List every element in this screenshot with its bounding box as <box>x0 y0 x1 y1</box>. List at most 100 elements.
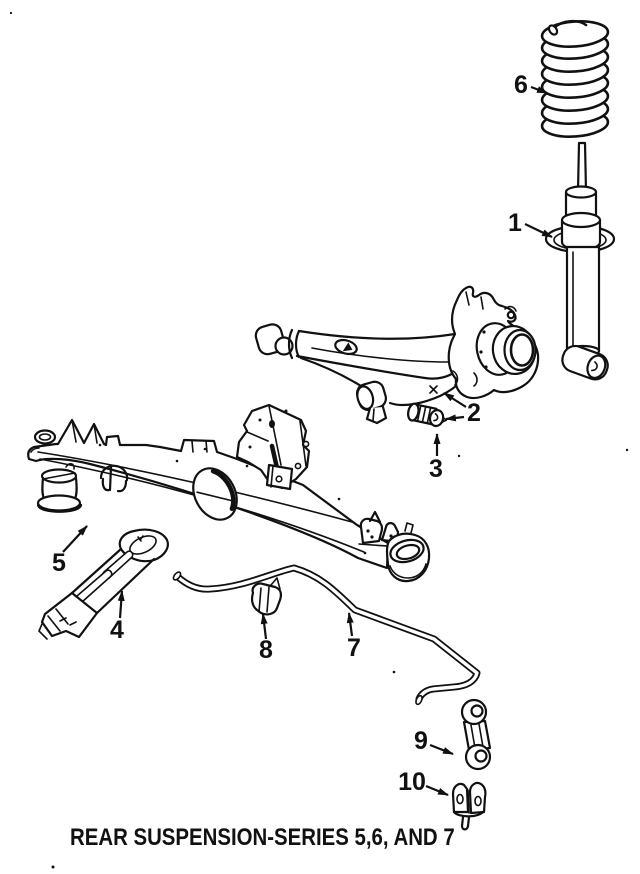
bracket4-foot-folds <box>38 608 77 640</box>
speck <box>363 551 367 555</box>
bushing-flange <box>36 494 82 512</box>
bracket4-head-mark <box>137 535 144 542</box>
speck <box>175 459 179 463</box>
leader-tick <box>429 385 438 394</box>
rubber-stop <box>99 464 129 493</box>
leader-line <box>443 392 467 408</box>
arm-crease <box>311 347 449 363</box>
end-tab-peak <box>368 510 382 524</box>
callout-8: 8 <box>259 613 273 664</box>
part-number-label: 9 <box>414 727 428 755</box>
bracket-rivet <box>284 409 288 413</box>
arm-keyhole-notch <box>334 338 358 356</box>
bar-end-tip <box>415 694 423 706</box>
part-number-label: 7 <box>347 634 361 662</box>
leader-line <box>425 784 449 797</box>
eye-curl <box>591 361 598 372</box>
callout-3: 3 <box>429 433 443 483</box>
tab-hole <box>389 534 393 538</box>
speck <box>457 454 461 458</box>
bracket-rivet <box>248 445 252 449</box>
bracket-spike <box>269 443 280 471</box>
carrier-ear-curl <box>504 305 517 312</box>
callout-1: 1 <box>508 209 553 238</box>
flange-lug <box>479 350 483 354</box>
callouts: 1 2 3 4 5 6 7 8 <box>52 71 553 797</box>
shock-rod <box>576 141 588 193</box>
bracket-hole <box>302 440 310 448</box>
sleeve-nub <box>404 522 414 534</box>
spring-wire-end <box>552 19 588 30</box>
part-number-label: 8 <box>259 636 273 664</box>
arm-top-edge <box>297 329 457 340</box>
coil-spring-drawing <box>540 19 610 138</box>
carrier-bracket-drawing <box>235 403 311 491</box>
bracket-hole-dark <box>269 420 275 428</box>
hub-bore <box>509 333 535 367</box>
callout-9: 9 <box>414 727 454 756</box>
bracket-hole <box>294 462 302 470</box>
arm-web-edge <box>299 356 363 388</box>
arm-bottom-edge <box>295 354 458 380</box>
link-top-hole <box>470 704 484 718</box>
shock-lower-eye <box>561 344 609 381</box>
arm-bump-stop <box>355 380 388 412</box>
oval-hole-shading <box>210 468 236 512</box>
part-number-label: 5 <box>52 549 66 577</box>
tab-hole <box>366 529 370 533</box>
bracket10-stem <box>460 815 471 831</box>
speck <box>392 670 396 674</box>
bolt-end-face <box>407 402 420 422</box>
leader-line <box>530 85 548 95</box>
bracket10-hole <box>474 795 482 807</box>
sleeve-rolled-lip <box>389 563 427 579</box>
speck <box>98 443 102 447</box>
bolt-washer <box>428 409 445 428</box>
flange-lug <box>484 365 488 369</box>
speck <box>51 865 55 869</box>
flange-lug <box>482 330 486 334</box>
part-number-label: 10 <box>398 768 426 796</box>
bracket-rivet <box>258 418 262 422</box>
wheel-carrier-drawing <box>447 285 540 400</box>
support-bracket-drawing <box>38 528 169 640</box>
leader-line <box>524 223 553 238</box>
bracket10-hole <box>456 793 464 805</box>
link-shaft-ribs <box>470 723 484 749</box>
trailing-arm-drawing <box>254 323 463 425</box>
bracket4-slot <box>75 569 113 604</box>
sleeve-bore <box>395 543 421 561</box>
oval-hole-chord <box>196 491 233 502</box>
link-bottom-hole <box>474 749 488 763</box>
bracket4-foot <box>40 591 99 639</box>
part-number-label: 6 <box>514 71 528 99</box>
part-number-label: 4 <box>110 616 124 644</box>
mount-pad-inner <box>38 433 52 441</box>
stabilizer-link-bracket-drawing <box>451 781 487 831</box>
part-number-label: 2 <box>467 399 481 427</box>
diagram-caption: REAR SUSPENSION-SERIES 5,6, AND 7 <box>70 824 455 851</box>
mount-pad <box>33 429 57 445</box>
nut-facet <box>372 408 375 422</box>
leader-line <box>117 590 125 619</box>
speck <box>9 11 13 15</box>
speck <box>245 464 249 468</box>
callout-5: 5 <box>52 525 88 577</box>
specks <box>9 11 629 869</box>
speck <box>203 447 207 451</box>
end-tab-block <box>359 517 384 545</box>
shock-upper-cap <box>564 185 598 199</box>
shock-absorber-drawing <box>544 141 616 381</box>
notch-shadow <box>342 342 353 352</box>
clamp-block-fold <box>270 465 274 488</box>
bushing-nub <box>65 463 75 470</box>
callout-2: 2 <box>429 385 481 427</box>
carrier-bottom-curls <box>452 370 478 387</box>
bolt-ribs <box>416 404 432 425</box>
leader-line <box>445 414 465 422</box>
bracket4-strap-edges <box>70 547 156 615</box>
bushing-cap-split <box>42 472 76 480</box>
bushing8-slits <box>258 586 270 613</box>
carrier-ear-hole <box>506 310 516 320</box>
